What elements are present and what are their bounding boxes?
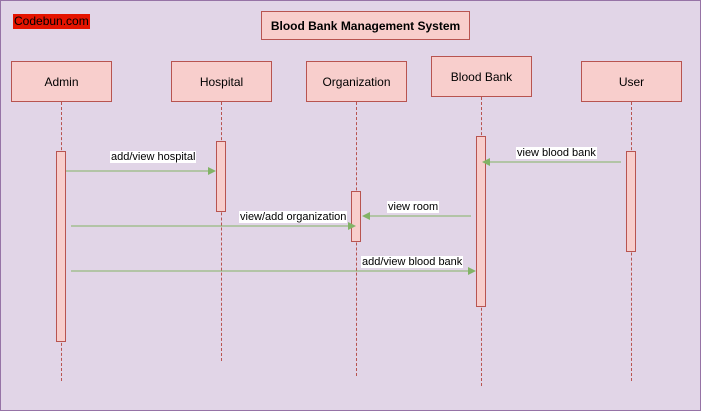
message-label-add-view-blood-bank: add/view blood bank <box>361 256 464 268</box>
diagram-title: Blood Bank Management System <box>261 11 470 40</box>
activation-organization <box>351 191 361 242</box>
activation-admin <box>56 151 66 342</box>
actor-admin: Admin <box>11 61 112 102</box>
lifeline-hospital <box>221 102 222 361</box>
message-label-add-view-hospital: add/view hospital <box>110 151 197 163</box>
message-label-view-room: view room <box>387 201 440 213</box>
activation-user <box>626 151 636 252</box>
message-label-view-blood-bank: view blood bank <box>516 147 597 159</box>
activation-blood-bank <box>476 136 486 307</box>
message-label-view-add-organization: view/add organization <box>239 211 348 223</box>
actor-organization: Organization <box>306 61 407 102</box>
brand-logo: Codebun.com <box>13 14 90 29</box>
actor-user: User <box>581 61 682 102</box>
actor-blood-bank: Blood Bank <box>431 56 532 97</box>
actor-hospital: Hospital <box>171 61 272 102</box>
activation-hospital <box>216 141 226 212</box>
